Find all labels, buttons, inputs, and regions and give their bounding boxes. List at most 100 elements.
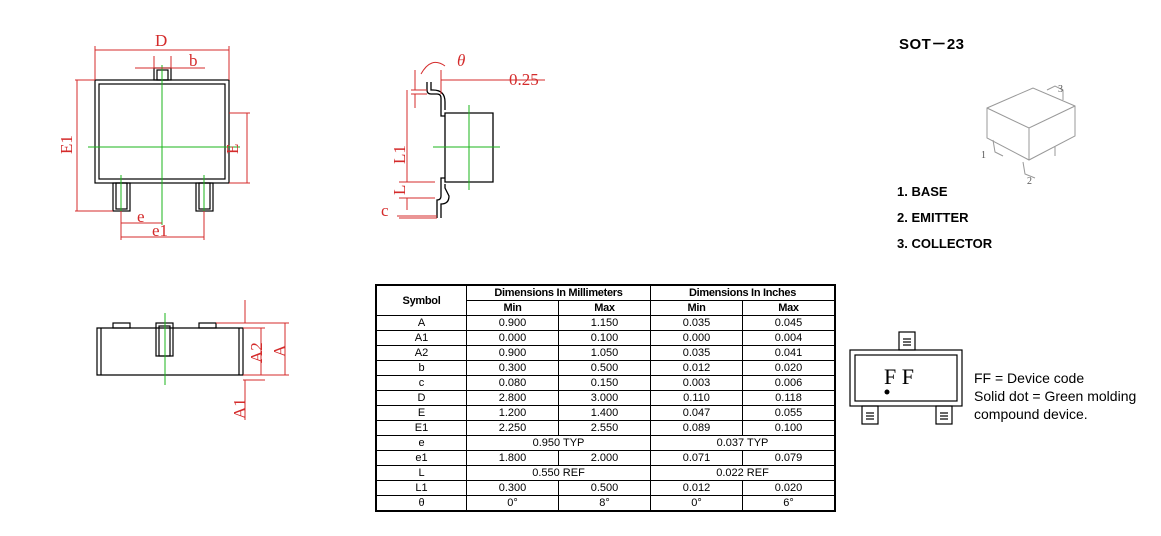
cell-in-min: 0.000 (650, 330, 743, 346)
dimensions-table: Symbol Dimensions In Millimeters Dimensi… (375, 284, 836, 512)
cell-in-min: 0.071 (650, 450, 743, 466)
package-3d-illustration: 3 1 2 (981, 84, 1076, 187)
label-e-width: E (223, 144, 242, 154)
cell-in-min: 0.110 (650, 390, 743, 406)
label-e-pitch: e (137, 207, 145, 226)
label-l1: L1 (390, 145, 409, 164)
cell-mm-min: 0.900 (466, 345, 559, 361)
marking-drawing: F F (849, 331, 963, 425)
cell-in-max: 0.006 (742, 375, 836, 391)
label-theta: θ (457, 51, 465, 70)
cell-mm-max: 1.150 (558, 315, 651, 331)
cell-in-max: 0.055 (742, 405, 836, 421)
marking-desc-line-2: Solid dot = Green molding (974, 388, 1137, 404)
pin-3-label: 3. COLLECTOR (897, 236, 993, 251)
package-title: SOT－23 (899, 36, 965, 53)
cell-symbol: c (375, 375, 467, 391)
cell-symbol: θ (375, 495, 467, 512)
table-row: e1 1.800 2.000 0.071 0.079 (375, 450, 836, 466)
header-symbol: Symbol (375, 284, 467, 316)
cell-mm-max: 3.000 (558, 390, 651, 406)
cell-mm-min: 0° (466, 495, 559, 512)
table-row: E1 2.250 2.550 0.089 0.100 (375, 420, 836, 436)
cell-in-max: 0.045 (742, 315, 836, 331)
side-view-drawing: θ 0.25 L1 L c (381, 51, 545, 220)
cell-mm-min: 0.080 (466, 375, 559, 391)
cell-in-min: 0.003 (650, 375, 743, 391)
cell-mm-max: 2.000 (558, 450, 651, 466)
table-row: θ 0° 8° 0° 6° (375, 495, 836, 512)
header-inch: Dimensions In Inches (650, 284, 836, 301)
label-e1-pitch: e1 (152, 221, 168, 240)
cell-mm-typ: 0.550 REF (466, 465, 651, 481)
green-dot-icon (884, 389, 890, 395)
cell-symbol: L1 (375, 480, 467, 496)
cell-in-max: 0.100 (742, 420, 836, 436)
cell-in-min: 0.012 (650, 480, 743, 496)
cell-mm-min: 2.250 (466, 420, 559, 436)
cell-symbol: A2 (375, 345, 467, 361)
label-a2: A2 (247, 342, 266, 363)
table-row: L 0.550 REF 0.022 REF (375, 465, 836, 481)
header-mm-max: Max (558, 300, 651, 316)
cell-mm-max: 0.500 (558, 480, 651, 496)
cell-symbol: A1 (375, 330, 467, 346)
cell-mm-max: 2.550 (558, 420, 651, 436)
cell-in-max: 0.079 (742, 450, 836, 466)
cell-mm-min: 0.000 (466, 330, 559, 346)
dimensions-table-body: A 0.900 1.150 0.035 0.045 A1 0.000 0.100… (375, 315, 836, 512)
label-0-25: 0.25 (509, 70, 539, 89)
label-c: c (381, 201, 389, 220)
top-view-drawing: D b E1 E e e1 (57, 31, 250, 240)
label-l: L (390, 185, 409, 195)
cell-in-typ: 0.022 REF (650, 465, 836, 481)
table-row: A2 0.900 1.050 0.035 0.041 (375, 345, 836, 361)
cell-in-min: 0.047 (650, 405, 743, 421)
marking-desc-line-1: FF = Device code (974, 370, 1085, 386)
front-view-drawing: A2 A A1 (96, 300, 289, 420)
cell-mm-min: 2.800 (466, 390, 559, 406)
header-mm: Dimensions In Millimeters (466, 284, 651, 301)
cell-mm-min: 1.800 (466, 450, 559, 466)
cell-in-max: 0.004 (742, 330, 836, 346)
cell-symbol: E (375, 405, 467, 421)
cell-in-min: 0° (650, 495, 743, 512)
label-d: D (155, 31, 167, 50)
cell-mm-min: 0.300 (466, 360, 559, 376)
cell-symbol: b (375, 360, 467, 376)
cell-symbol: e (375, 435, 467, 451)
header-mm-min: Min (466, 300, 559, 316)
table-row: c 0.080 0.150 0.003 0.006 (375, 375, 836, 391)
label-e1-width: E1 (57, 135, 76, 154)
cell-symbol: D (375, 390, 467, 406)
table-row: e 0.950 TYP 0.037 TYP (375, 435, 836, 451)
cell-mm-min: 0.300 (466, 480, 559, 496)
cell-symbol: L (375, 465, 467, 481)
pin-list: 1. BASE 2. EMITTER 3. COLLECTOR (897, 179, 992, 257)
cell-in-max: 6° (742, 495, 836, 512)
cell-mm-max: 8° (558, 495, 651, 512)
cell-mm-max: 0.500 (558, 360, 651, 376)
cell-in-max: 0.041 (742, 345, 836, 361)
table-row: L1 0.300 0.500 0.012 0.020 (375, 480, 836, 496)
marking-code: F F (884, 364, 914, 389)
cell-symbol: e1 (375, 450, 467, 466)
marking-desc-line-3: compound device. (974, 406, 1088, 422)
cell-mm-max: 1.050 (558, 345, 651, 361)
pin-number-2: 2 (1027, 176, 1032, 187)
cell-in-max: 0.118 (742, 390, 836, 406)
label-a: A (270, 344, 289, 357)
pin-2-label: 2. EMITTER (897, 210, 969, 225)
table-row: D 2.800 3.000 0.110 0.118 (375, 390, 836, 406)
cell-mm-max: 1.400 (558, 405, 651, 421)
table-row: A1 0.000 0.100 0.000 0.004 (375, 330, 836, 346)
cell-in-min: 0.089 (650, 420, 743, 436)
marking-description: FF = Device code Solid dot = Green moldi… (974, 369, 1136, 423)
cell-mm-max: 0.150 (558, 375, 651, 391)
cell-symbol: E1 (375, 420, 467, 436)
header-in-max: Max (742, 300, 836, 316)
cell-in-max: 0.020 (742, 480, 836, 496)
table-row: E 1.200 1.400 0.047 0.055 (375, 405, 836, 421)
cell-mm-min: 0.900 (466, 315, 559, 331)
cell-symbol: A (375, 315, 467, 331)
